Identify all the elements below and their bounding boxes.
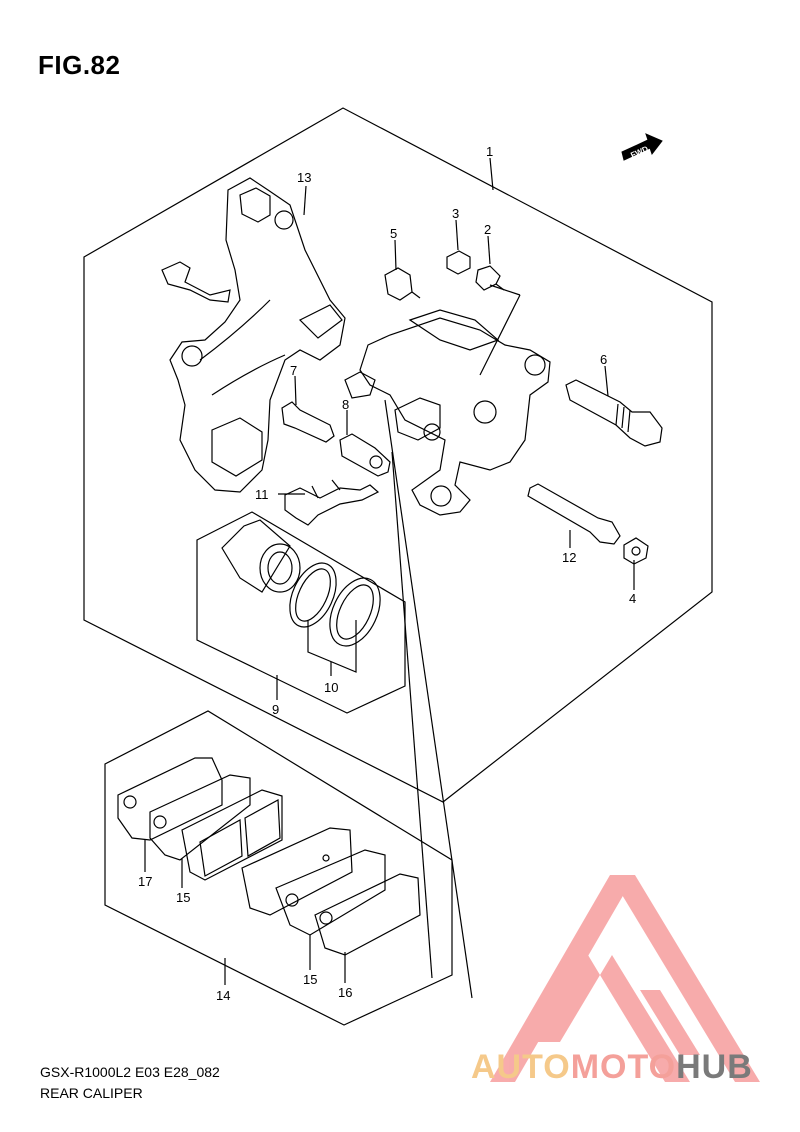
callout-10: 10 <box>324 680 338 695</box>
callout-9: 9 <box>272 702 279 717</box>
caliper-body <box>359 317 551 516</box>
pin-part12 <box>527 483 621 545</box>
piston-group-frame <box>196 511 406 714</box>
seal-inner <box>289 562 337 628</box>
boot-part8 <box>339 433 391 477</box>
fwd-label: FWD <box>629 144 650 160</box>
bolt-part7 <box>281 401 335 443</box>
pad-upper <box>181 789 283 881</box>
callout-16: 16 <box>338 985 352 1000</box>
callout-8: 8 <box>342 397 349 412</box>
spring-part11 <box>284 484 380 526</box>
callout-6: 6 <box>600 352 607 367</box>
bracket-clip <box>161 261 231 303</box>
fwd-arrow: FWD <box>621 133 663 161</box>
caliper-bracket <box>169 177 346 493</box>
figure-title: FIG.82 <box>38 50 121 80</box>
callout-11: 11 <box>255 487 269 502</box>
diagram-name: REAR CALIPER <box>40 1085 143 1101</box>
pad-set-frame <box>104 710 453 1026</box>
seal-outer <box>329 577 381 647</box>
assembly-frame <box>83 107 713 803</box>
callout-12: 12 <box>562 550 576 565</box>
callout-15a: 15 <box>176 890 190 905</box>
callout-5: 5 <box>390 226 397 241</box>
shim-part17 <box>117 757 223 841</box>
plug-part4 <box>623 537 649 565</box>
callout-15b: 15 <box>303 972 317 987</box>
callout-14: 14 <box>216 988 230 1003</box>
callout-4: 4 <box>629 591 636 606</box>
callout-13: 13 <box>297 170 311 185</box>
shim-part15-upper <box>149 774 251 861</box>
pad-lower <box>241 827 353 916</box>
callout-1: 1 <box>486 144 493 159</box>
cap-part3 <box>446 250 471 275</box>
callout-3: 3 <box>452 206 459 221</box>
callout-7: 7 <box>290 363 297 378</box>
shim-part16 <box>314 873 421 956</box>
callout-2: 2 <box>484 222 491 237</box>
callout-17: 17 <box>138 874 152 889</box>
pad-pin-part6 <box>565 379 663 447</box>
piston <box>259 543 301 593</box>
bleeder-valve <box>475 265 501 291</box>
shim-part15-lower <box>275 849 386 936</box>
bleeder-cap <box>384 267 413 301</box>
diagram-code: GSX-R1000L2 E03 E28_082 <box>40 1064 220 1080</box>
